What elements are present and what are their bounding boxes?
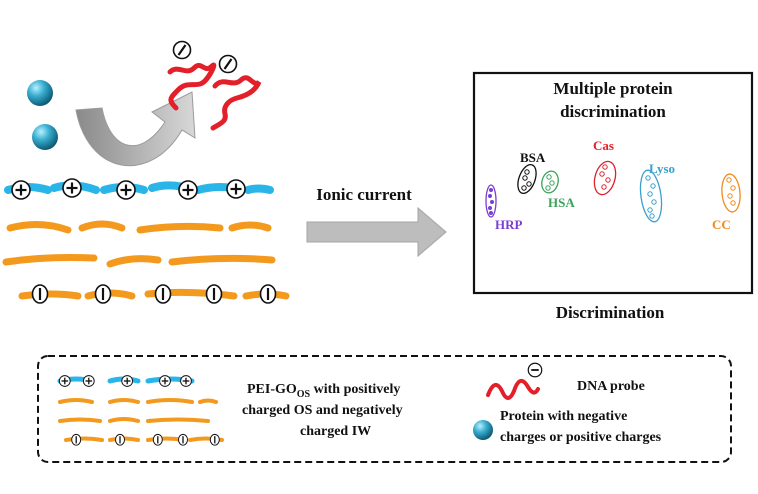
ionic-current-label: Ionic current bbox=[316, 185, 412, 204]
membrane-schematic bbox=[2, 40, 290, 305]
legend-dna-icon bbox=[486, 362, 543, 400]
cluster-hrp: HRP bbox=[485, 184, 523, 232]
panel-title-line1: Multiple protein bbox=[553, 79, 673, 98]
legend-dna-label: DNA probe bbox=[577, 379, 645, 394]
cluster-lyso-label: Lyso bbox=[649, 161, 675, 176]
legend-box: PEI-GOOS with positively charged OS and … bbox=[37, 355, 732, 463]
legend-pei-line2: charged OS and negatively bbox=[242, 403, 403, 418]
cluster-cc-label: CC bbox=[712, 217, 731, 232]
ionic-current-arrow bbox=[306, 206, 447, 258]
protein-ball bbox=[27, 80, 53, 106]
orange-sheet-negative bbox=[18, 283, 290, 305]
legend-pei-line3: charged IW bbox=[300, 424, 371, 439]
cluster-hsa: HSA bbox=[541, 170, 575, 210]
legend-protein-line2: charges or positive charges bbox=[500, 430, 662, 445]
protein-ball bbox=[32, 124, 58, 150]
legend-pei-line1: PEI-GOOS with positively bbox=[247, 382, 400, 400]
legend-protein-line1: Protein with negative bbox=[500, 409, 627, 424]
cluster-hsa-label: HSA bbox=[548, 195, 575, 210]
cluster-cas-label: Cas bbox=[593, 138, 614, 153]
panel-title-line2: discrimination bbox=[560, 102, 666, 121]
blue-sheet-positive bbox=[4, 177, 274, 201]
cluster-cas: Cas bbox=[593, 138, 617, 196]
legend-protein-icon bbox=[473, 420, 493, 440]
cluster-bsa: BSA bbox=[517, 150, 546, 195]
dna-probe bbox=[210, 54, 262, 131]
release-arrow bbox=[75, 91, 196, 167]
cluster-bsa-label: BSA bbox=[520, 150, 546, 165]
dna-probe bbox=[167, 40, 217, 111]
cluster-lyso: Lyso bbox=[639, 161, 675, 223]
orange-sheet-row bbox=[2, 254, 276, 268]
cluster-cc: CC bbox=[712, 173, 741, 232]
legend-membrane-icon bbox=[57, 374, 224, 446]
orange-sheet-row bbox=[6, 220, 272, 234]
panel-caption: Discrimination bbox=[556, 303, 665, 322]
cluster-hrp-label: HRP bbox=[495, 217, 523, 232]
discrimination-panel: Multiple protein discrimination HRP BSA bbox=[472, 71, 754, 295]
